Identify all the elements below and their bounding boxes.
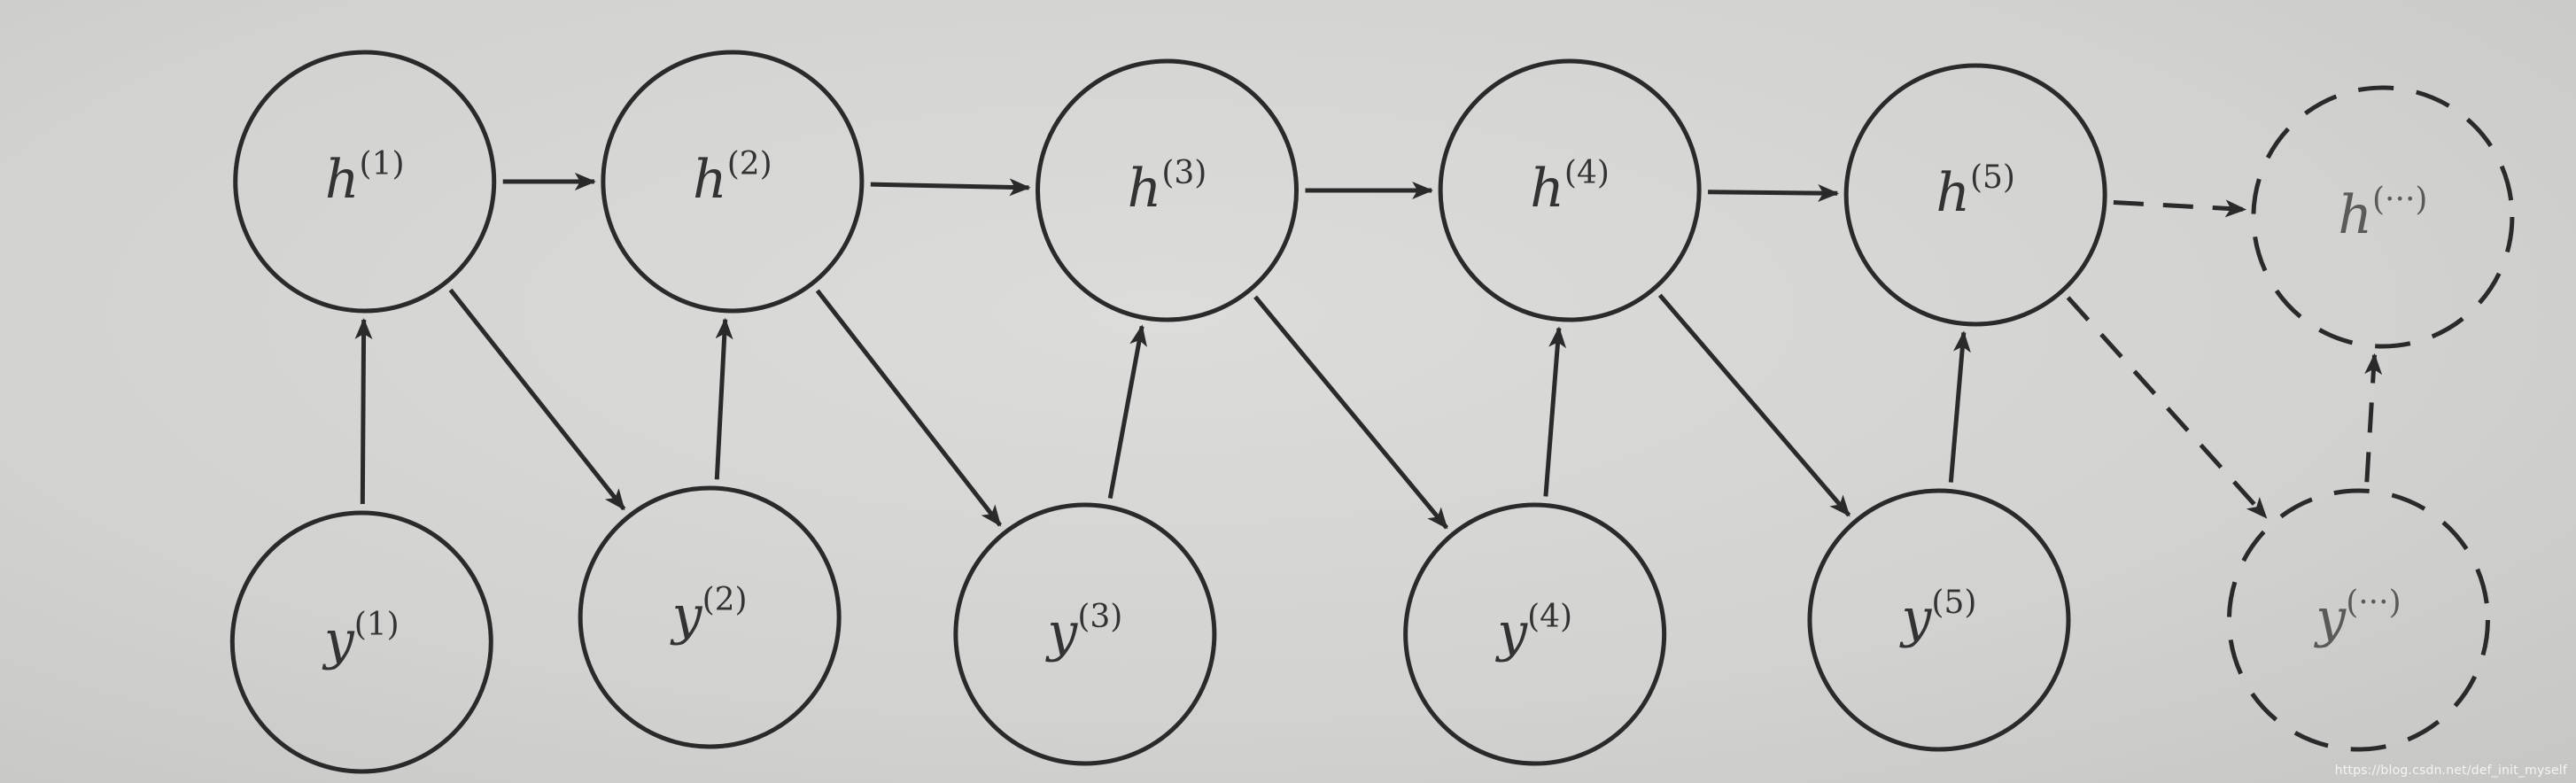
node-h6: h(···) [2251,85,2515,349]
edge-h3-to-y4 [1253,295,1449,530]
edge-h4-to-h5 [1708,184,1840,203]
edge-h2-to-y3 [815,289,1002,527]
node-label-y5: y(5) [1899,585,1977,649]
node-y5: y(5) [1807,488,2071,752]
node-circle-y3 [953,502,1217,766]
edge-h2-to-h3 [870,178,1031,197]
node-circle-y5 [1807,488,2071,752]
nodes-layer: h(1) h(2) h(3) h(4) h(5) h(···) y(1) y(2) y(3) y(… [229,50,2515,774]
node-label-y2: y(2) [670,582,748,647]
node-y2: y(2) [578,485,842,749]
edge-y3-to-h3 [1107,324,1147,500]
node-circle-h2 [601,50,865,314]
edge-h5-to-h6 [2113,199,2247,218]
edges-layer [354,173,2383,530]
node-label-h2: h(2) [693,146,772,211]
node-circle-h1 [233,50,497,314]
edge-y1-to-h1 [354,317,373,505]
node-label-h6: h(···) [2338,182,2427,246]
node-h3: h(3) [1036,58,1300,322]
edge-y5-to-h5 [1948,330,1971,483]
node-circle-h3 [1036,58,1300,322]
edge-h4-to-y5 [1657,293,1851,517]
node-label-h3: h(3) [1128,155,1207,220]
node-h4: h(4) [1438,58,1702,322]
node-label-y3: y(3) [1044,599,1122,663]
node-label-y6: y(···) [2313,585,2401,649]
node-h1: h(1) [233,50,497,314]
node-circle-h5 [1843,63,2107,327]
node-h2: h(2) [601,50,865,314]
node-circle-y2 [578,485,842,749]
node-circle-h6 [2251,85,2515,349]
node-circle-y1 [229,510,493,774]
edge-y4-to-h4 [1543,326,1567,497]
node-label-h5: h(5) [1936,159,2015,224]
node-label-y1: y(1) [322,607,400,671]
node-y1: y(1) [229,510,493,774]
node-label-h4: h(4) [1530,155,1610,220]
node-label-y4: y(4) [1494,599,1572,663]
node-label-h1: h(1) [325,146,405,211]
node-h5: h(5) [1843,63,2107,327]
watermark-url: https://blog.csdn.net/def_init_myself [2334,764,2567,778]
node-y3: y(3) [953,502,1217,766]
edge-h5-to-y6 [2066,296,2268,519]
edge-y2-to-h2 [714,317,733,480]
node-circle-h4 [1438,58,1702,322]
edge-h1-to-y2 [448,288,626,511]
node-circle-y6 [2226,488,2490,752]
node-y4: y(4) [1403,502,1667,766]
node-circle-y4 [1403,502,1667,766]
edge-y6-to-h6 [2364,353,2383,483]
node-y6: y(···) [2226,488,2490,752]
